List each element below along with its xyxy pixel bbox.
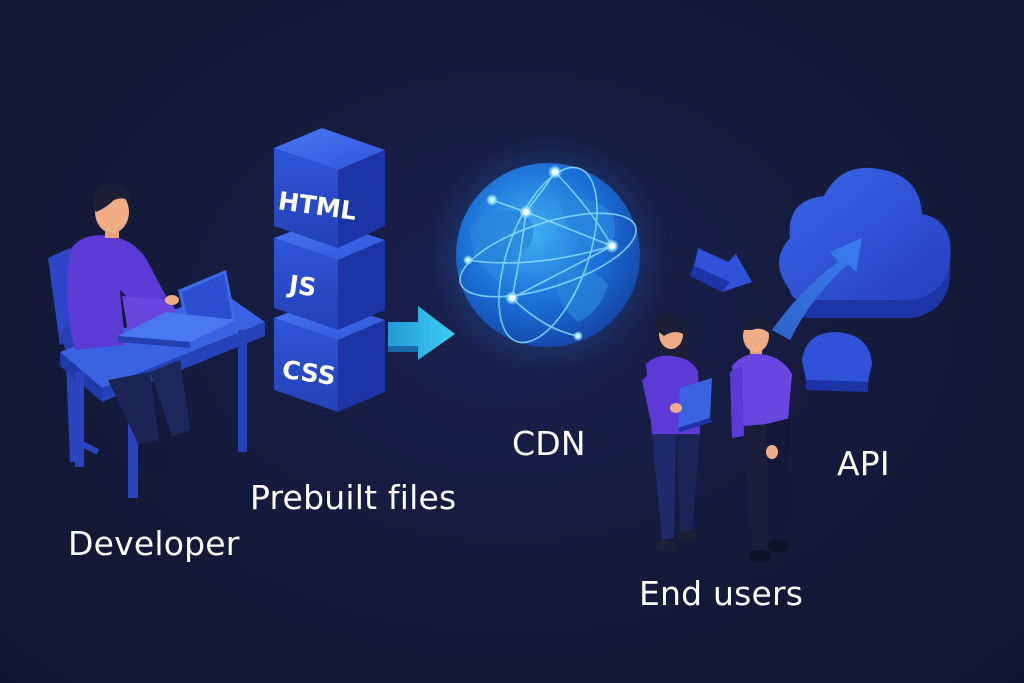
file-cubes: HTML JS CSS [274, 128, 385, 412]
end-users-icon [642, 313, 792, 562]
user-man [730, 316, 792, 562]
developer-illustration [48, 184, 265, 498]
label-cdn: CDN [512, 424, 586, 463]
arrow-icon [388, 306, 455, 360]
cloud-api-icon [772, 167, 951, 392]
cube-label-js: JS [285, 270, 318, 303]
network-nodes [463, 165, 619, 341]
arrow-icon [690, 248, 752, 292]
globe-icon [428, 135, 668, 375]
label-end-users: End users [639, 574, 804, 613]
label-prebuilt-files: Prebuilt files [250, 478, 457, 517]
label-api: API [837, 444, 890, 483]
label-developer: Developer [68, 524, 240, 563]
cube-html [274, 128, 385, 248]
user-woman [642, 313, 712, 552]
